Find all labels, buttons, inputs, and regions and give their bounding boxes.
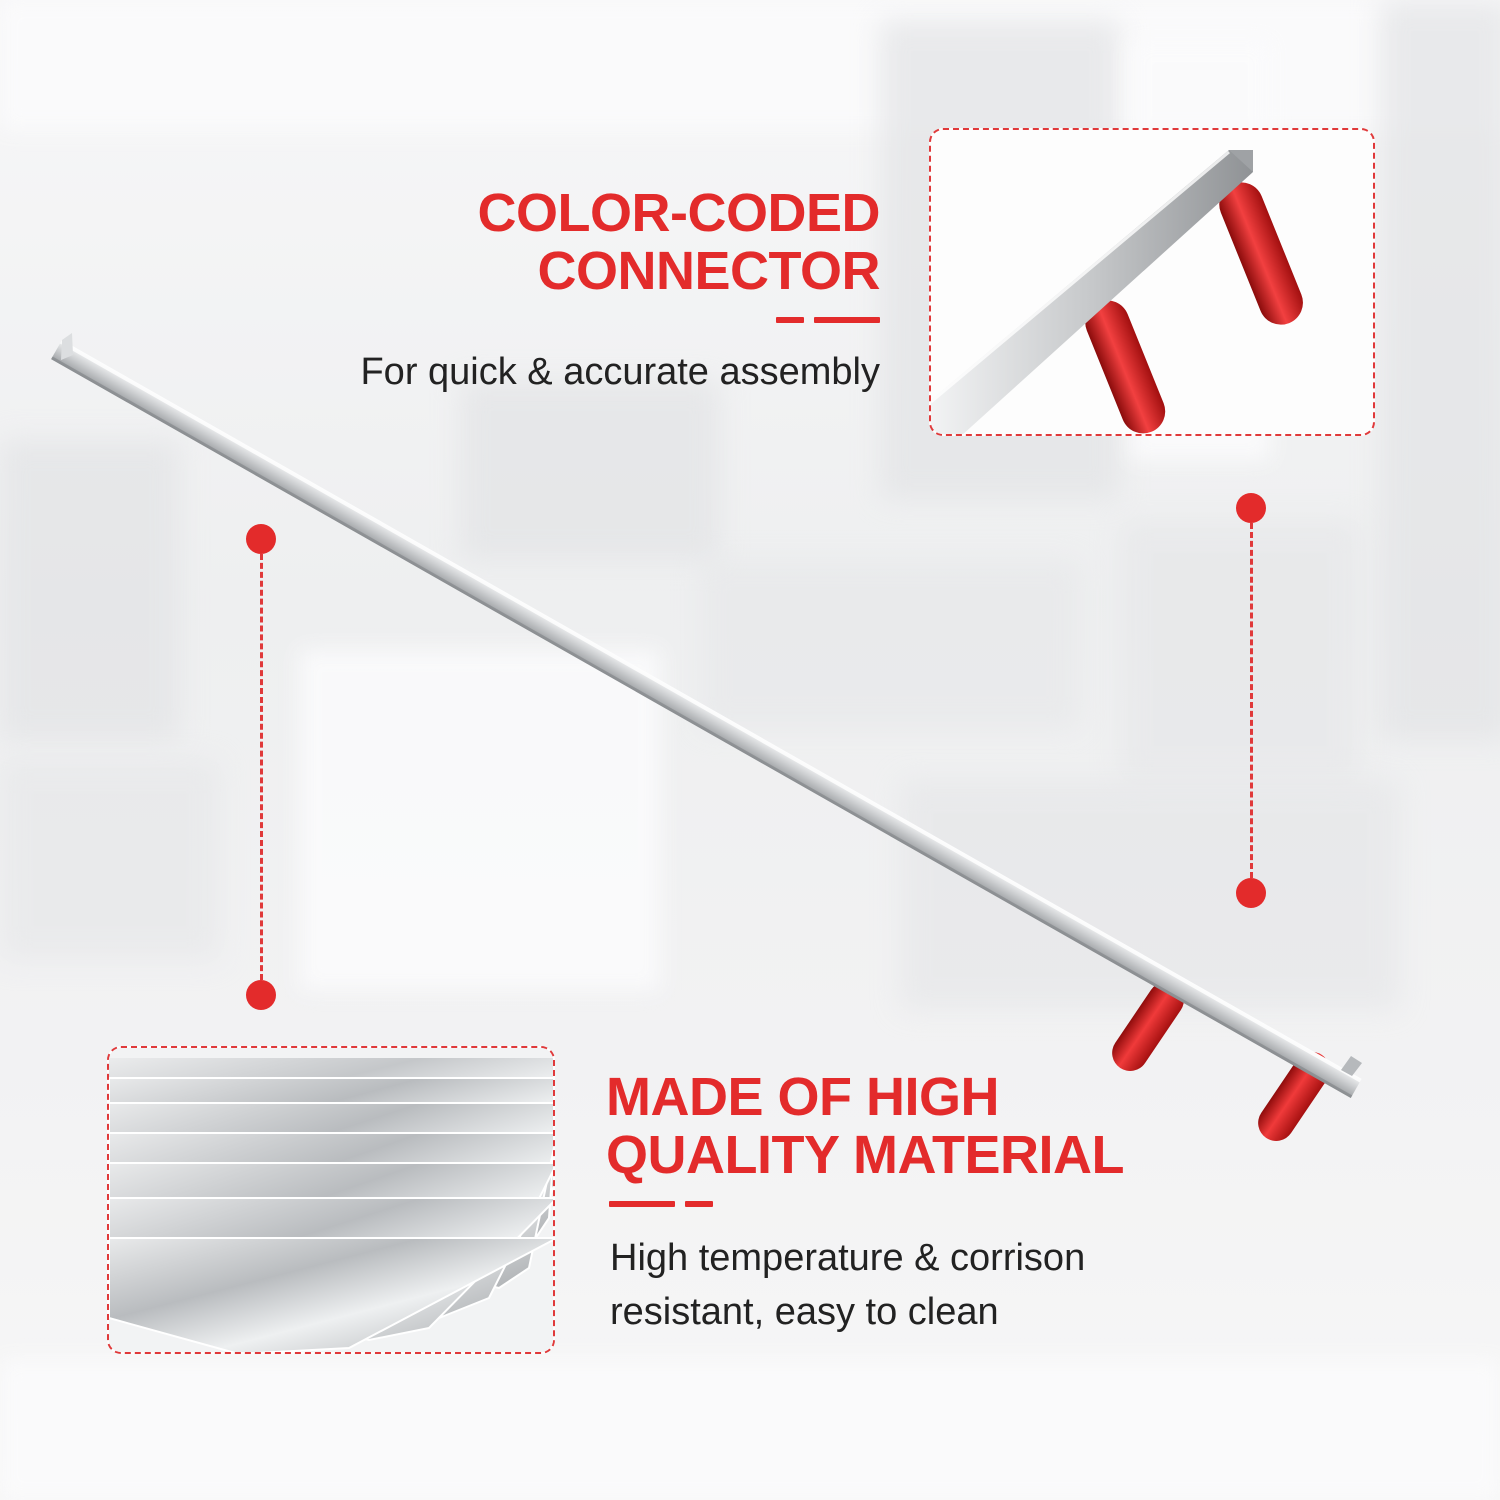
- connector-divider: [776, 317, 880, 323]
- right-connector-line: [1250, 523, 1253, 878]
- connector-description-line-1: For quick & accurate assembly: [360, 351, 880, 393]
- right-connector-dot-top: [1236, 493, 1266, 523]
- material-description: High temperature & corrison resistant, e…: [610, 1232, 1085, 1340]
- left-connector-dot-top: [246, 524, 276, 554]
- left-connector-dot-bottom: [246, 980, 276, 1010]
- material-description-line-2: resistant, easy to clean: [610, 1290, 999, 1333]
- steel-sheets-icon: [109, 1048, 553, 1352]
- material-heading: MADE OF HIGH QUALITY MATERIAL: [606, 1068, 1124, 1185]
- material-heading-line-1: MADE OF HIGH: [606, 1067, 999, 1127]
- red-pin: [1112, 981, 1184, 1071]
- connector-closeup-icon: [931, 150, 1303, 434]
- connector-heading-line-2: CONNECTOR: [537, 241, 880, 302]
- material-divider: [609, 1201, 713, 1207]
- connector-heading: COLOR-CODED CONNECTOR: [477, 183, 881, 302]
- material-heading-line-2: QUALITY MATERIAL: [606, 1125, 1124, 1186]
- connector-description: For quick & accurate assembly: [360, 346, 880, 400]
- material-description-line-1: High temperature & corrison: [610, 1237, 1086, 1279]
- connector-closeup-frame: [929, 128, 1375, 436]
- left-connector-line: [260, 554, 263, 980]
- connector-heading-line-1: COLOR-CODED: [477, 183, 881, 243]
- steel-sheets-frame: [107, 1046, 555, 1354]
- right-connector-dot-bottom: [1236, 878, 1266, 908]
